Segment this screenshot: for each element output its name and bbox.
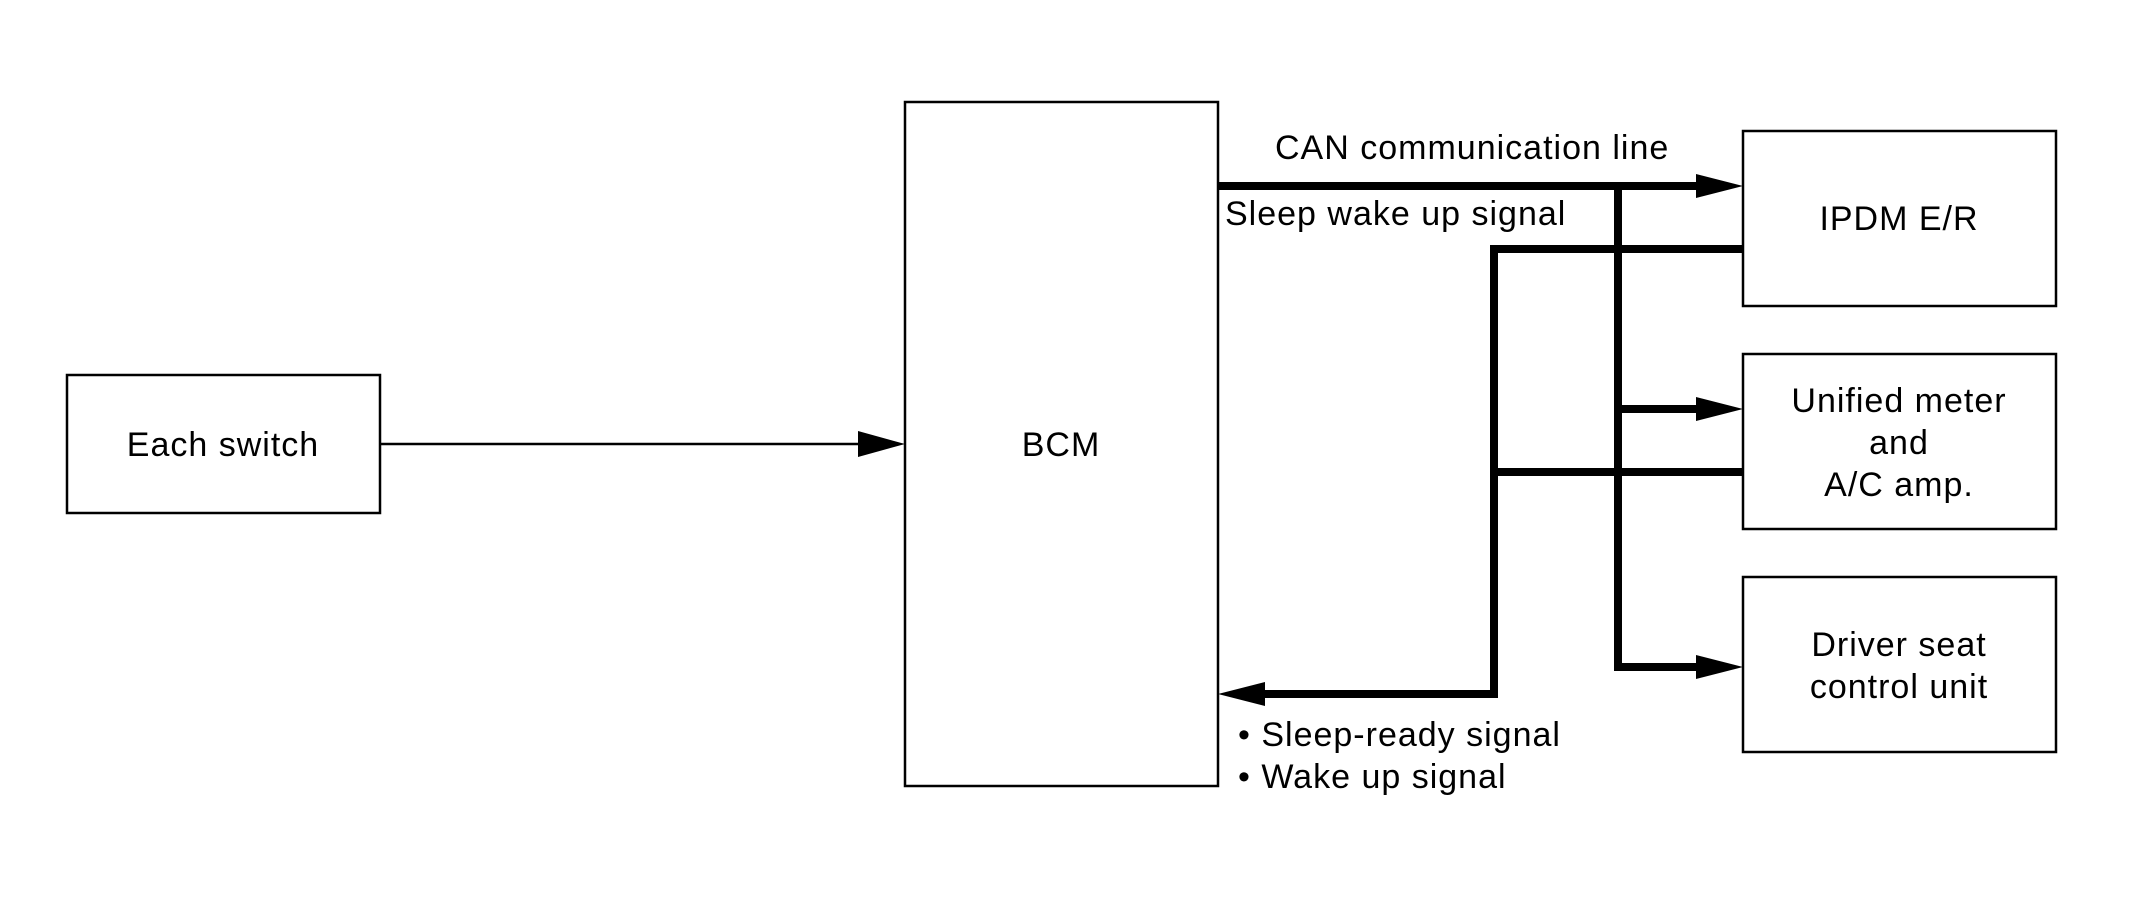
unified-meter-line-2: and: [1869, 424, 1929, 462]
ipdm-box: [1741, 129, 2058, 308]
wake-up-label: • Wake up signal: [1238, 758, 1507, 796]
can-to-driver-seat-arrowhead: [1696, 655, 1743, 679]
each-switch-label: Each switch: [127, 426, 319, 464]
node-each-switch: Each switch: [65, 373, 382, 515]
driver-seat-box: [1741, 575, 2058, 754]
driver-seat-line-1: Driver seat: [1811, 626, 1986, 664]
each-switch-box: [65, 373, 382, 515]
ipdm-label: IPDM E/R: [1819, 200, 1978, 238]
bcm-box: [903, 100, 1220, 788]
unified-meter-box: [1741, 352, 2058, 531]
unified-meter-line-1: Unified meter: [1791, 382, 2006, 420]
bcm-label: BCM: [1022, 426, 1101, 464]
switch-to-bcm-arrowhead: [858, 431, 905, 457]
can-to-ipdm-arrowhead: [1696, 174, 1743, 198]
return-to-bcm-arrowhead: [1218, 682, 1265, 706]
node-driver-seat: Driver seat control unit: [1741, 575, 2058, 754]
connector-switch-to-bcm: [380, 431, 905, 457]
can-line-label: CAN communication line: [1275, 129, 1669, 167]
node-ipdm: IPDM E/R: [1741, 129, 2058, 308]
connector-can-line: [1218, 174, 1743, 679]
connector-sleep-return: [1218, 245, 1743, 706]
node-unified-meter: Unified meter and A/C amp.: [1741, 352, 2058, 531]
can-to-meter-arrowhead: [1696, 397, 1743, 421]
node-bcm: BCM: [903, 100, 1220, 788]
unified-meter-line-3: A/C amp.: [1824, 466, 1974, 504]
sleep-ready-label: • Sleep-ready signal: [1238, 716, 1561, 754]
sleep-wake-label: Sleep wake up signal: [1225, 195, 1566, 233]
driver-seat-line-2: control unit: [1810, 668, 1988, 706]
